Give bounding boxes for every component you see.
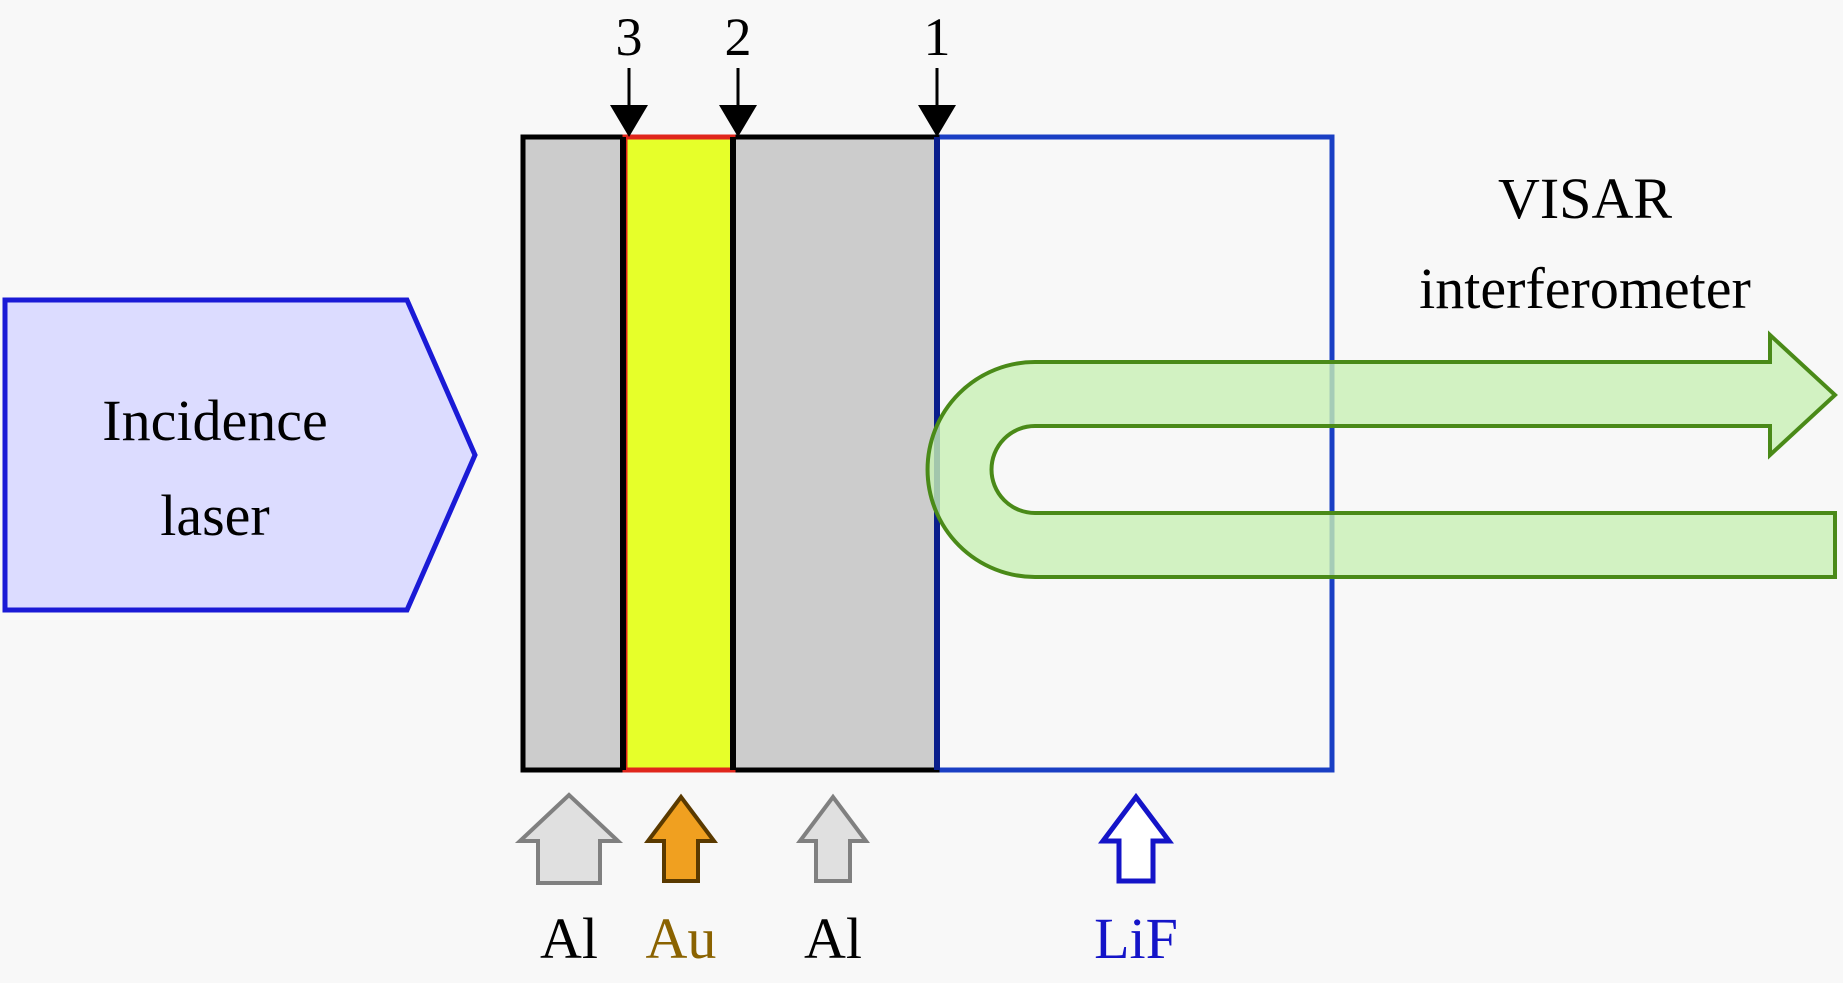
au-arrow-icon [644, 793, 718, 883]
visar-probe-beam [925, 330, 1838, 579]
incidence-laser-label-line2: laser [160, 483, 270, 548]
visar-label-line1: VISAR [1498, 166, 1672, 231]
interface-marker-2: 2 [719, 7, 757, 137]
al-layer-front [520, 134, 626, 773]
interface-number-2: 2 [725, 7, 752, 67]
layer-label-au: Au [646, 906, 717, 971]
layer-label-al-back: Al [804, 906, 862, 971]
interface-number-1: 1 [924, 7, 951, 67]
incidence-laser-label-line1: Incidence [102, 388, 327, 453]
visar-label-line2: interferometer [1419, 256, 1751, 321]
interface-marker-1: 1 [918, 7, 956, 137]
lif-arrow-icon [1098, 792, 1174, 884]
interface-number-3: 3 [616, 7, 643, 67]
layer-label-lif: LiF [1094, 906, 1178, 971]
interface-marker-3: 3 [610, 7, 648, 137]
incidence-laser-shape [2, 297, 478, 613]
al-layer-back [730, 134, 940, 773]
layer-label-al-front: Al [540, 906, 598, 971]
al-back-arrow-icon [796, 793, 870, 883]
al-front-arrow-icon [514, 792, 624, 885]
au-layer [622, 134, 736, 773]
